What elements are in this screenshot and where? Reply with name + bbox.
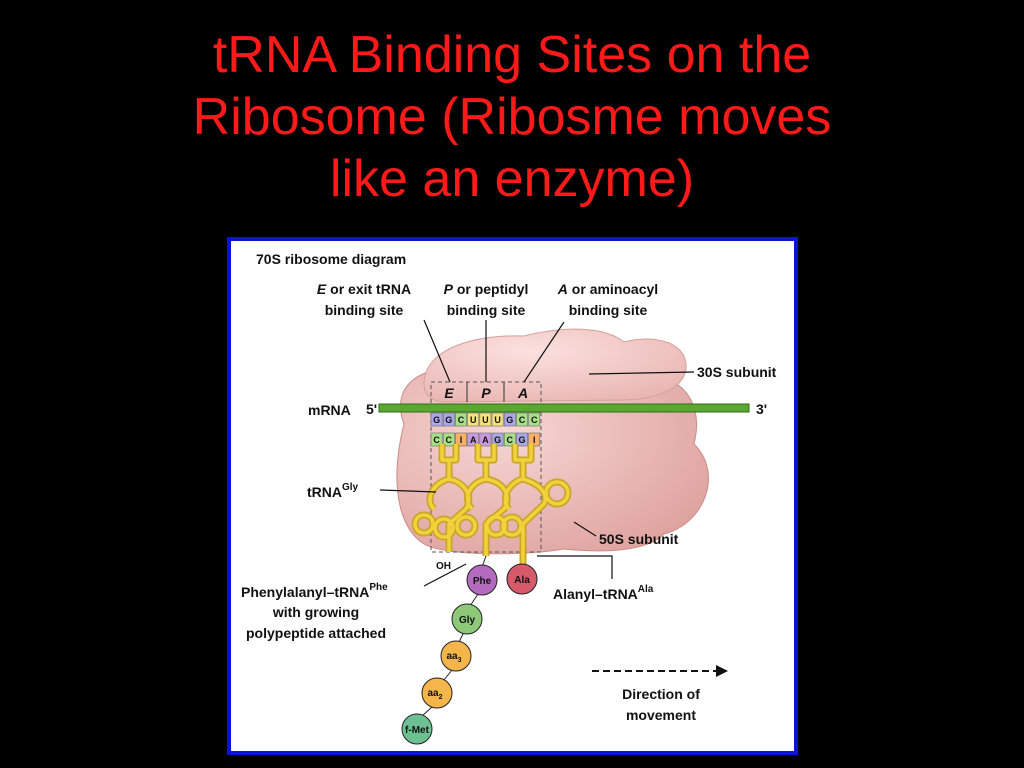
codon-tile-6	[503, 412, 516, 427]
anticodon-letter-4: A	[482, 435, 489, 445]
a-letter: A	[557, 281, 568, 297]
codon-letter-4: U	[482, 415, 489, 425]
s30-leader	[588, 371, 695, 375]
anticodon-tile-0	[430, 432, 443, 447]
bond-aa2-fmet	[421, 706, 433, 717]
codon-letter-7: C	[519, 415, 526, 425]
anticodon-letter-1: C	[446, 435, 453, 445]
anticodon-letter-5: G	[494, 435, 501, 445]
anticodon-letter-8: I	[533, 435, 536, 445]
mrna-strand	[378, 403, 750, 413]
three-prime-label: 3'	[756, 401, 767, 417]
bead-ala	[506, 563, 538, 595]
anticodon-letter-3: A	[470, 435, 477, 445]
anticodon-tile-2	[455, 432, 467, 447]
e-leader	[423, 319, 451, 383]
mrna-label: mRNA	[308, 402, 351, 418]
codon-letter-5: U	[494, 415, 501, 425]
bead-phe	[466, 564, 498, 596]
trna-gly-leader	[379, 489, 437, 493]
codon-tile-5	[491, 412, 504, 427]
bond-phe-gly	[469, 593, 479, 607]
bead-gly-label: Gly	[459, 615, 476, 626]
a-leader	[523, 321, 565, 383]
p-letter: P	[444, 281, 454, 297]
a-site-label: A or aminoacyl	[557, 281, 658, 297]
bead-gly	[451, 603, 483, 635]
title-line-2: Ribosome (Ribosme moves	[192, 88, 832, 146]
subunit-30s-label: 30S subunit	[697, 364, 777, 380]
phe-trna-label-2: with growing	[272, 604, 359, 620]
codon-tile-2	[455, 412, 467, 427]
oh-label: OH	[436, 561, 451, 572]
codon-letter-0: G	[433, 415, 440, 425]
direction-arrowhead	[716, 665, 728, 677]
s50-leader	[573, 521, 597, 537]
anticodon-tile-1	[442, 432, 455, 447]
anticodon-letter-7: G	[518, 435, 525, 445]
bead-aa2-label: aa2	[427, 688, 442, 701]
trna-highlights	[413, 444, 570, 564]
direction-label-1: Direction of	[622, 686, 700, 702]
a-text: or aminoacyl	[568, 281, 658, 297]
ala-leader	[537, 555, 613, 579]
subunit-50s-label: 50S subunit	[599, 531, 679, 547]
e-text: or exit tRNA	[326, 281, 411, 297]
small-subunit-shape	[423, 328, 687, 403]
e-site-label: E or exit tRNA	[317, 281, 411, 297]
direction-label-2: movement	[626, 707, 696, 723]
title-line-3: like an enzyme)	[329, 150, 695, 208]
p-text: or peptidyl	[453, 281, 528, 297]
phe-trna-label-3: polypeptide attached	[246, 625, 386, 641]
site-letter-e: E	[444, 385, 454, 401]
anticodon-tile-7	[516, 432, 528, 447]
anticodon-tile-5	[491, 432, 504, 447]
ala-trna-label: Alanyl–tRNAAla	[553, 584, 654, 602]
e-letter: E	[317, 281, 327, 297]
codon-letter-3: U	[470, 415, 477, 425]
trna-gly-label: tRNAGly	[307, 482, 359, 500]
anticodon-tile-4	[479, 432, 492, 447]
polypeptide-chain	[401, 555, 538, 745]
figure-heading: 70S ribosome diagram	[256, 251, 406, 267]
a-site-label-2: binding site	[569, 302, 648, 318]
p-site-label: P or peptidyl	[444, 281, 529, 297]
anticodon-tile-6	[503, 432, 516, 447]
site-letter-p: P	[481, 385, 491, 401]
bead-fmet	[401, 713, 433, 745]
codon-tile-0	[430, 412, 443, 427]
ribosome-figure: 70S ribosome diagram E or exit tRNA bind…	[227, 237, 798, 755]
codon-letter-8: C	[531, 415, 538, 425]
bead-fmet-label: f-Met	[405, 725, 430, 736]
p-site-label-2: binding site	[447, 302, 526, 318]
codon-tile-4	[479, 412, 492, 427]
codon-tile-8	[528, 412, 541, 427]
phe-leader	[423, 563, 467, 587]
five-prime-label: 5'	[366, 401, 377, 417]
slide-title: tRNA Binding Sites on the Ribosome (Ribo…	[0, 24, 1024, 210]
codon-tile-7	[516, 412, 528, 427]
bond-aa3-aa2	[443, 669, 453, 681]
anticodon-letter-0: C	[433, 435, 440, 445]
bead-aa3-label: aa3	[446, 651, 461, 664]
anticodon-letter-2: I	[460, 435, 463, 445]
codon-tile-1	[442, 412, 455, 427]
codon-letter-6: G	[506, 415, 513, 425]
bead-phe-label: Phe	[473, 576, 492, 587]
anticodon-letter-6: C	[507, 435, 514, 445]
ribosome-diagram: 70S ribosome diagram E or exit tRNA bind…	[241, 251, 777, 745]
codon-tile-3	[467, 412, 480, 427]
anticodon-tile-3	[467, 432, 480, 447]
codon-letter-1: G	[445, 415, 452, 425]
codon-letter-2: C	[458, 415, 465, 425]
bead-aa2	[421, 677, 453, 709]
title-line-1: tRNA Binding Sites on the	[212, 26, 812, 84]
bead-ala-label: Ala	[514, 575, 530, 586]
bead-aa3	[440, 640, 472, 672]
site-letter-a: A	[517, 385, 528, 401]
phe-trna-label-1: Phenylalanyl–tRNAPhe	[241, 582, 388, 600]
e-site-label-2: binding site	[325, 302, 404, 318]
